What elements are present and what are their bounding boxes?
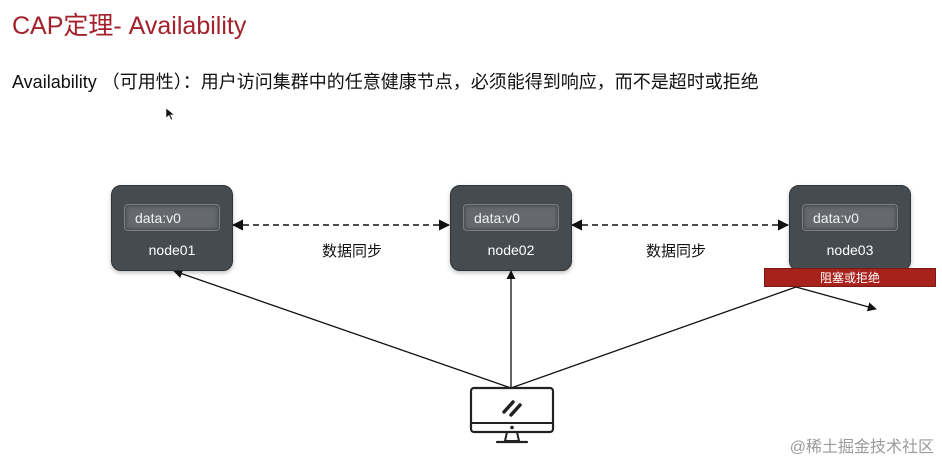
- sync-label-right: 数据同步: [646, 243, 707, 260]
- node-node03: data:v0 node03: [789, 185, 911, 271]
- node02-data-value: data:v0: [463, 204, 559, 231]
- availability-definition: Availability （可用性）：用户访问集群中的任意健康节点，必须能得到响…: [12, 72, 759, 92]
- node-node02: data:v0 node02: [450, 185, 572, 271]
- rejected-response-line: [795, 286, 877, 312]
- mouse-pointer-icon: [165, 107, 176, 121]
- request-line-node01: [173, 269, 512, 389]
- node03-data-value: data:v0: [802, 204, 898, 231]
- node03-label: node03: [826, 242, 874, 258]
- monitor-icon: [469, 386, 555, 444]
- sync-label-left: 数据同步: [322, 243, 383, 260]
- blocked-status-badge: 阻塞或拒绝: [764, 268, 936, 287]
- node01-label: node01: [148, 242, 196, 258]
- node02-label: node02: [487, 242, 535, 258]
- watermark: @稀土掘金技术社区: [789, 439, 934, 456]
- node-node01: data:v0 node01: [111, 185, 233, 271]
- slide-title: CAP定理- Availability: [12, 12, 247, 40]
- node01-data-value: data:v0: [124, 204, 220, 231]
- request-line-node03: [510, 286, 797, 389]
